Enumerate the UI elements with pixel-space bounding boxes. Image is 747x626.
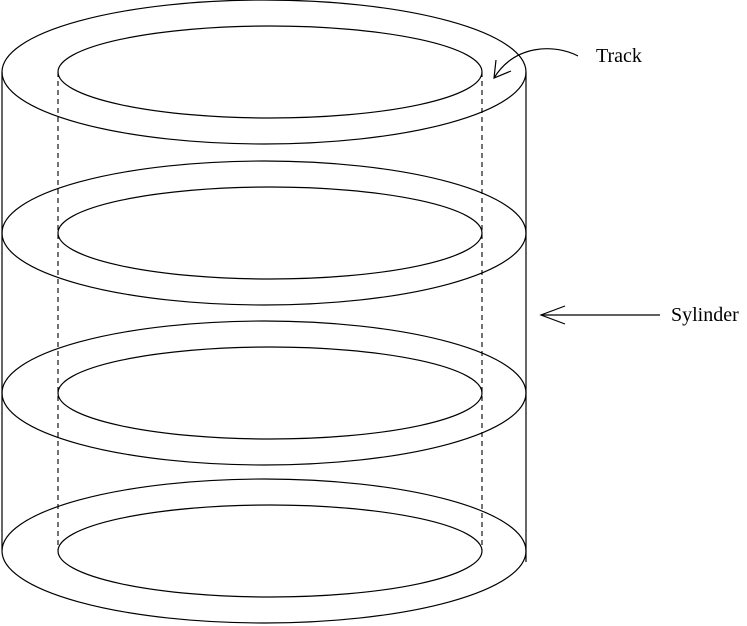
- track-arrow: [493, 48, 579, 79]
- cylinder-arrow: [539, 305, 660, 325]
- platter-2: [1, 160, 527, 306]
- platter-1-outer-edge: [1, 0, 527, 145]
- platter-1: [1, 0, 527, 145]
- platter-4-track: [57, 504, 483, 598]
- platter-3-outer-edge: [1, 320, 527, 466]
- cylinder-arrow-head: [539, 305, 566, 325]
- cylinder-label: Sylinder: [671, 304, 739, 326]
- platter-1-track: [57, 25, 483, 119]
- platter-2-track: [57, 186, 483, 280]
- platter-4: [1, 478, 527, 624]
- platter-3-track: [57, 346, 483, 440]
- track-arrow-head: [493, 59, 512, 79]
- platter-4-outer-edge: [1, 478, 527, 624]
- track-label: Track: [596, 45, 642, 67]
- platter-2-outer-edge: [1, 160, 527, 306]
- track-arrow-shaft: [493, 48, 579, 79]
- platter-3: [1, 320, 527, 466]
